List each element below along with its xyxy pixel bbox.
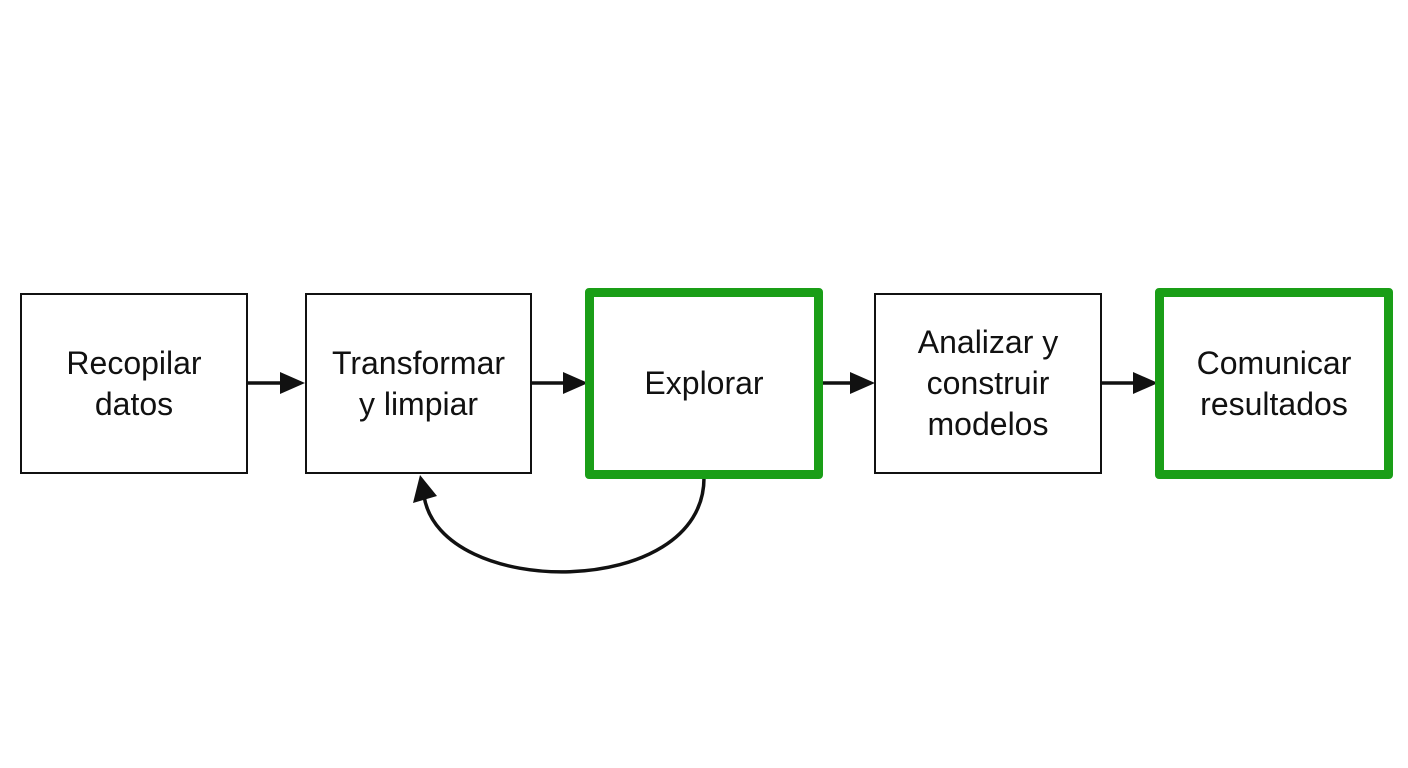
node-label: Comunicar resultados xyxy=(1196,344,1352,422)
arrowhead-explorar-to-analizar xyxy=(850,372,875,394)
feedback-arrow-explorar-to-transformar xyxy=(422,477,706,574)
node-label: Analizar y construir modelos xyxy=(917,324,1059,442)
node-explorar: Explorar xyxy=(585,288,823,479)
arrowhead-transformar-to-explorar xyxy=(563,372,588,394)
arrowhead-recopilar-to-transformar xyxy=(280,372,305,394)
node-recopilar-datos: Recopilar datos xyxy=(20,293,248,474)
node-transformar-y-limpiar: Transformar y limpiar xyxy=(305,293,532,474)
node-analizar-y-construir-modelos: Analizar y construir modelos xyxy=(874,293,1102,474)
arrowhead-analizar-to-comunicar xyxy=(1133,372,1158,394)
node-label: Transformar y limpiar xyxy=(331,344,506,422)
node-comunicar-resultados: Comunicar resultados xyxy=(1155,288,1393,479)
arrowhead-feedback-to-transformar xyxy=(413,475,437,503)
node-label: Explorar xyxy=(644,365,764,401)
node-label: Recopilar datos xyxy=(66,344,202,422)
